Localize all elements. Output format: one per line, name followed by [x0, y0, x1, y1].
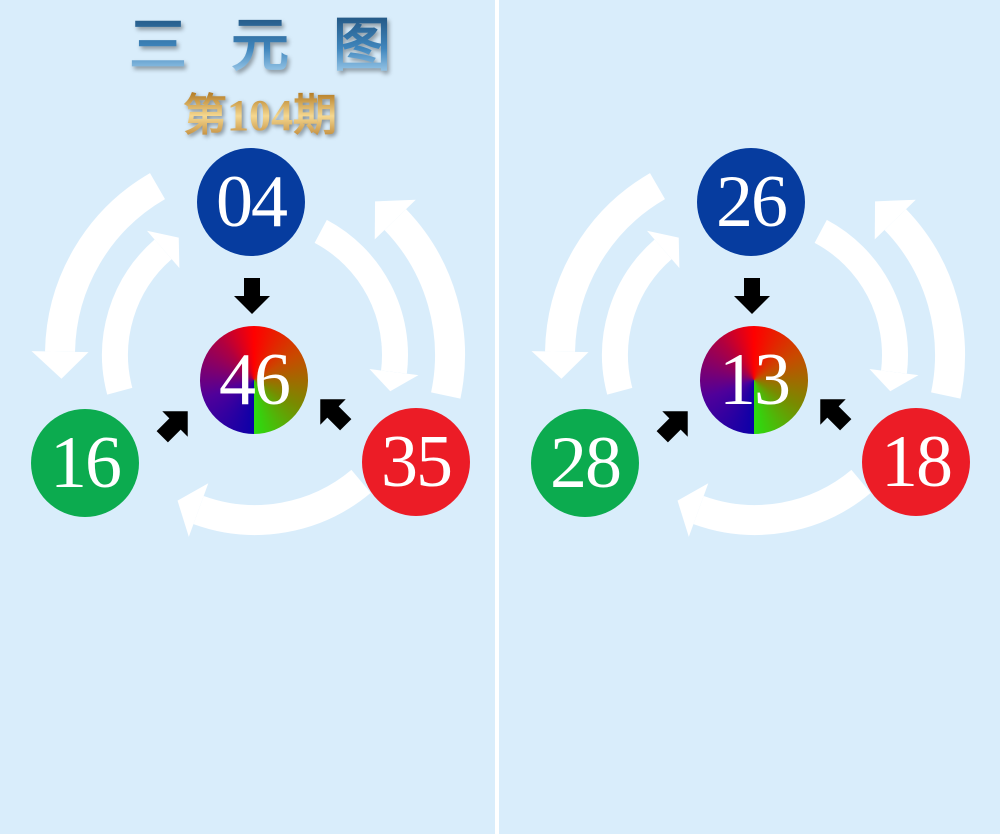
cycle-arrows	[31, 173, 465, 537]
white-arc-arrow	[545, 173, 666, 353]
black-arrow-icon	[156, 411, 188, 443]
center-ball: 46	[200, 326, 308, 434]
black-arrow-icon	[656, 411, 688, 443]
black-arrow-icon	[820, 399, 852, 431]
white-arc-arrow	[314, 219, 408, 374]
white-arrowhead-icon	[531, 351, 589, 379]
white-arrowhead-icon	[874, 199, 916, 240]
white-arc-arrow	[884, 209, 965, 399]
white-arc-arrow	[693, 469, 871, 535]
black-arrow-icon	[234, 278, 270, 314]
white-arc-arrow	[193, 469, 371, 535]
right-ball: 35	[362, 408, 470, 516]
white-arrowhead-icon	[369, 369, 419, 392]
top-ball: 26	[697, 148, 805, 256]
left-ball: 16	[31, 409, 139, 517]
white-arc-arrow	[602, 239, 672, 395]
divider	[495, 0, 499, 834]
black-arrow-icon	[734, 278, 770, 314]
left-panel: 三元图 第104期 04 46 16 35	[0, 0, 496, 834]
left-ball: 28	[531, 409, 639, 517]
white-arc-arrow	[102, 239, 172, 395]
center-ball: 13	[700, 326, 808, 434]
issue-number: 第104期	[130, 88, 390, 144]
page-title: 三元图	[60, 10, 460, 80]
white-arrowhead-icon	[177, 483, 209, 537]
white-arrowhead-icon	[869, 369, 919, 392]
white-arc-arrow	[384, 209, 465, 399]
black-arrow-icon	[320, 399, 352, 431]
white-arrowhead-icon	[677, 483, 709, 537]
right-panel: 26 13 28 18	[500, 0, 996, 834]
white-arrowhead-icon	[374, 199, 416, 240]
white-arrowhead-icon	[146, 230, 180, 268]
top-ball: 04	[197, 148, 305, 256]
white-arrowhead-icon	[31, 351, 89, 379]
white-arc-arrow	[45, 173, 166, 353]
white-arrowhead-icon	[646, 230, 680, 268]
right-ball: 18	[862, 408, 970, 516]
cycle-arrows	[531, 173, 965, 537]
white-arc-arrow	[814, 219, 908, 374]
